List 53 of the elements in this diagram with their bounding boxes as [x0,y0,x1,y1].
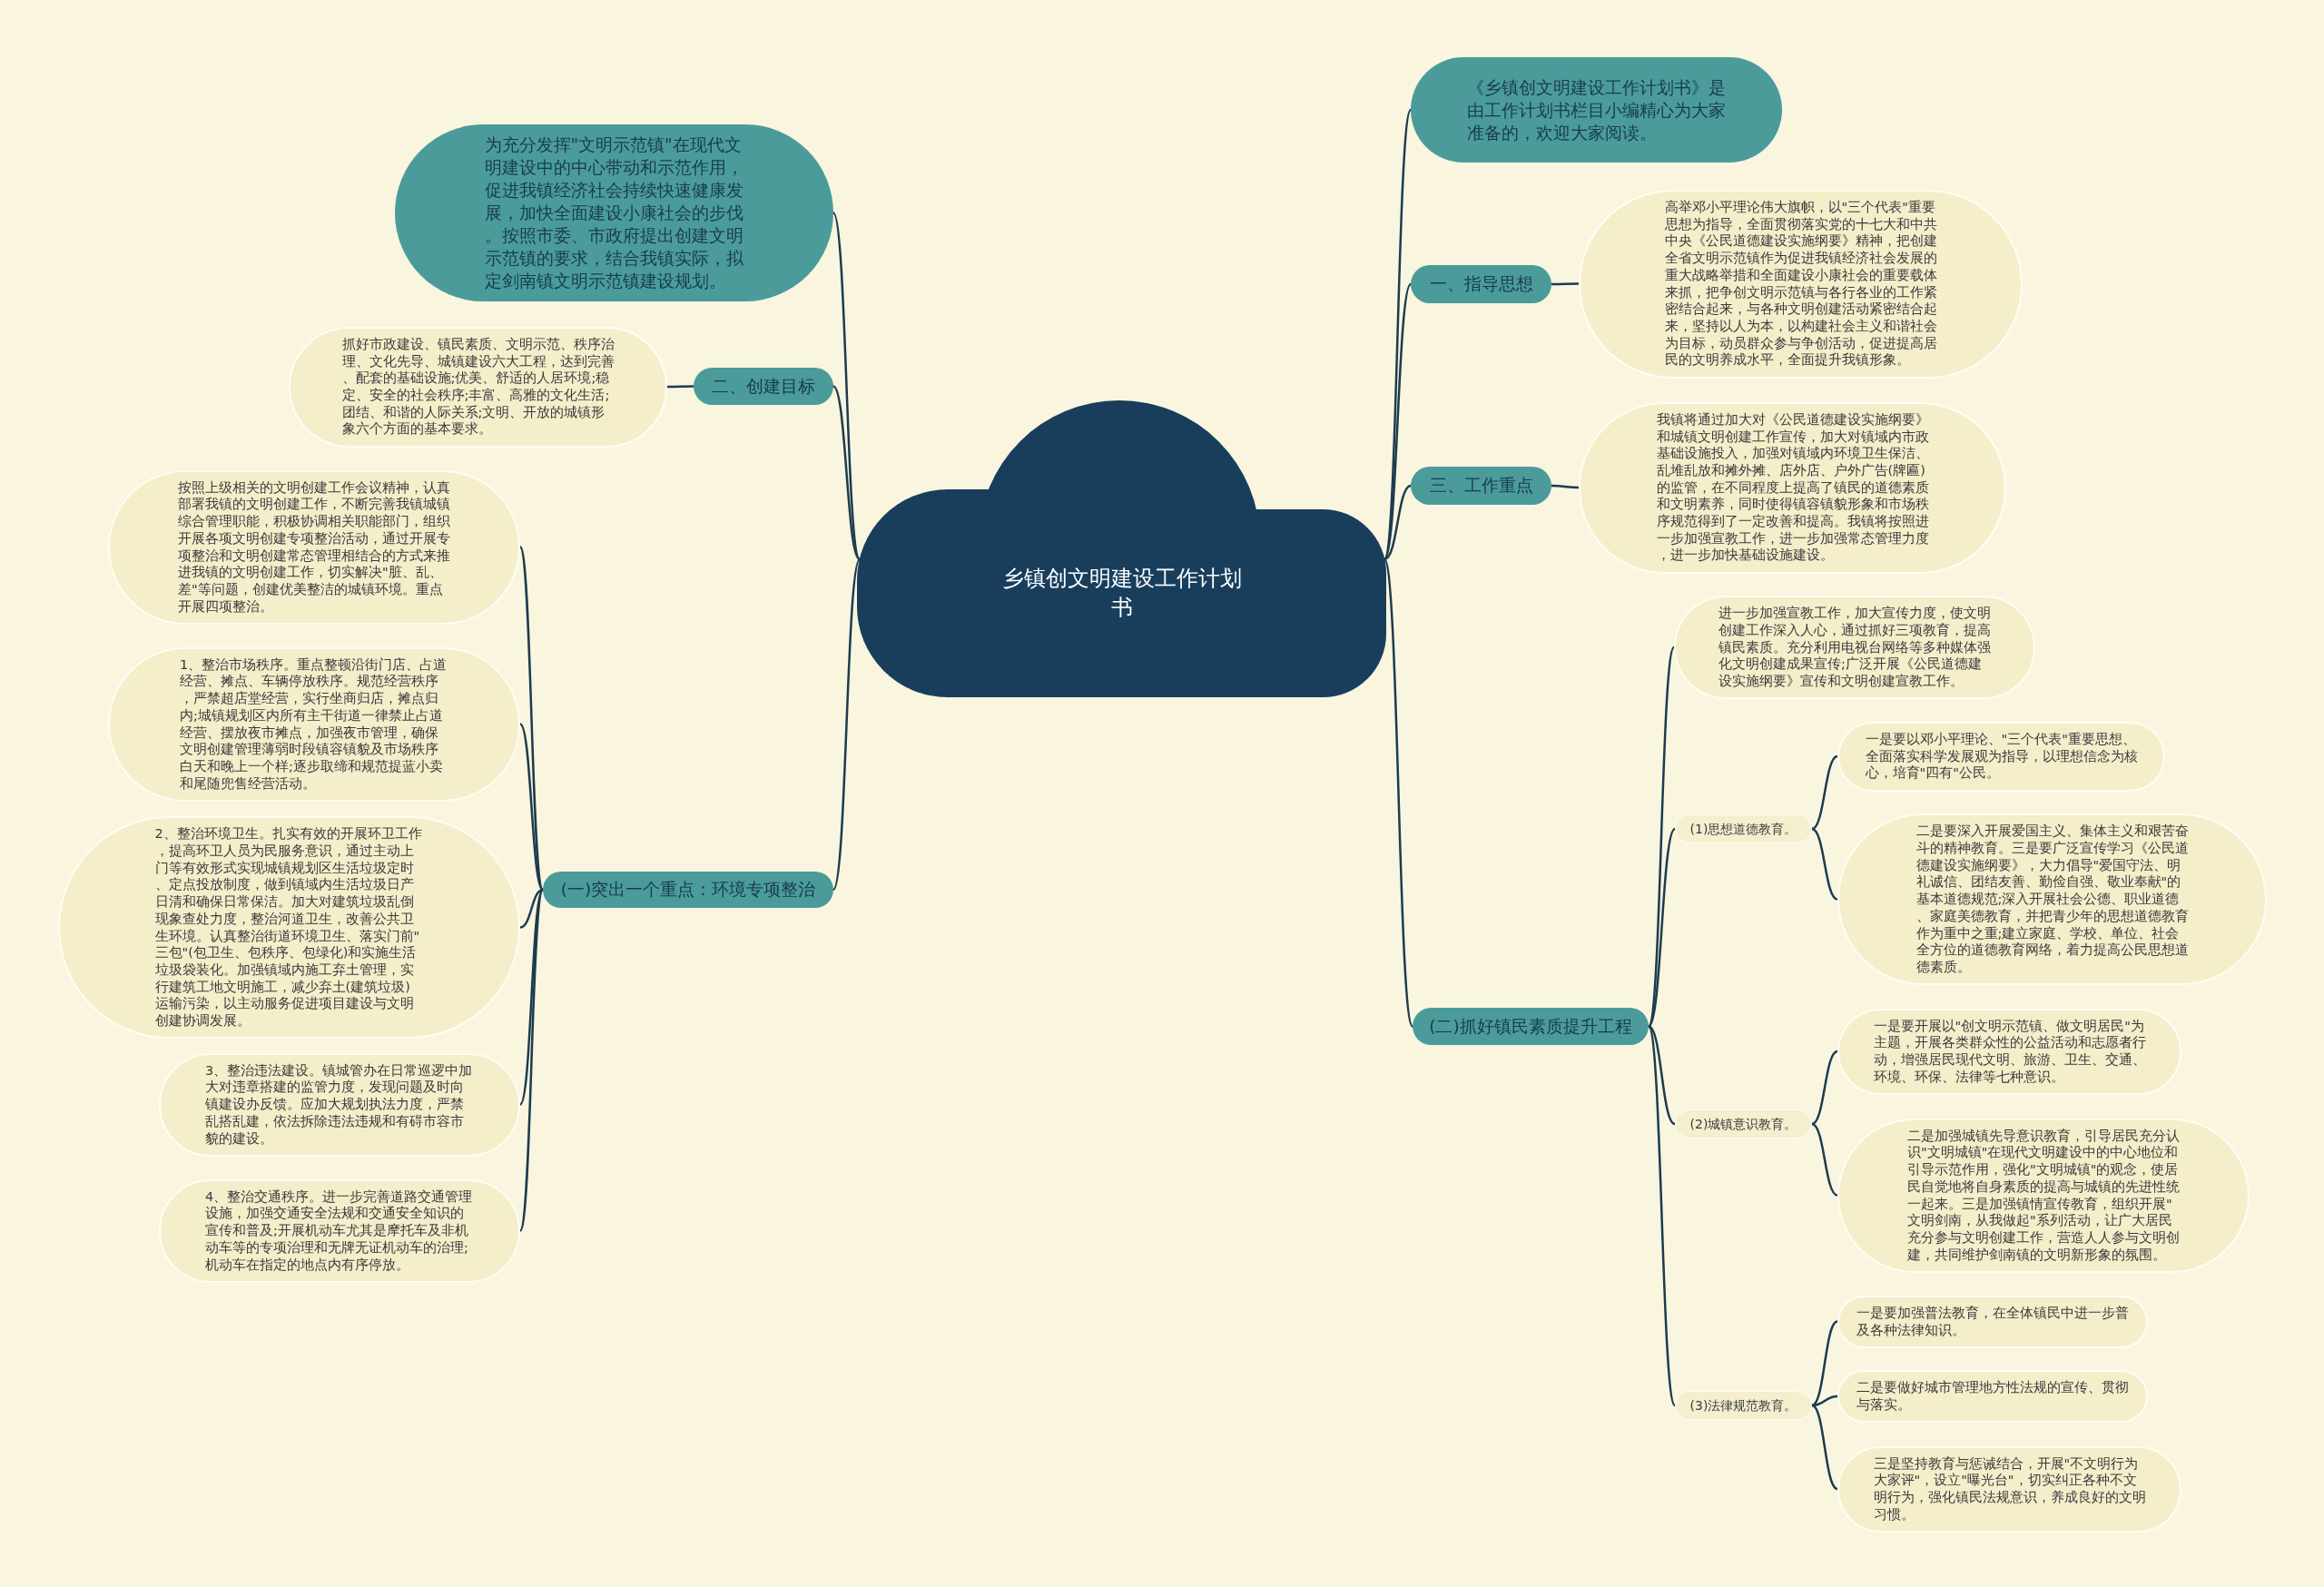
note-text: 3、整治违法建设。镇城管办在日常巡逻中加大对违章搭建的监管力度，发现问题及时向镇建设办反馈。应加大规划执法力度，严禁乱搭乱建，依法拆除违法违规和有碍市容市貌的建设。 [205,1061,474,1148]
topic-label: (一)突出一个重点：环境专项整治 [560,879,816,901]
note-text: 三是坚持教育与惩诫结合，开展"不文明行为大家评"，设立"曝光台"，切实纠正各种不文明行为，强化镇民法规意识，养成良好的文明习惯。 [1873,1454,2146,1523]
branch-connector [1550,484,1581,489]
branch-connector [1810,1050,1839,1126]
topic-pill [1413,1008,1649,1045]
branch-connector [832,212,862,561]
note-text: 二是要深入开展爱国主义、集体主义和艰苦奋斗的精神教育。三是要广泛宣传学习《公民道德建设实施纲要》，大力倡导"爱国守法、明礼诚信、团结友善、勤俭自强、敬业奉献"的基本道德规范;深入开展社会公德、职业道德、家庭美德教育，并把青少年的思想道德教育作为重中之重;建立家庭、学校、单位、社会全方位的道德教育网络，着力提高公民思想道德素质。 [1915,823,2189,976]
branch-connector [1810,827,1839,901]
note-text: 一是要开展以"创文明示范镇、做文明居民"为主题，开展各类群众性的公益活动和志愿者行动，增强居民现代文明、旅游、卫生、交通、环境、环保、法律等七种意识。 [1873,1017,2146,1086]
branch-connector [1383,557,1414,1028]
branch-connector [1810,1404,1839,1491]
topic-label: 三、工作重点 [1429,475,1533,497]
branch-connector [832,385,862,561]
note-text: 高举邓小平理论伟大旗帜，以"三个代表"重要思想为指导，全面贯彻落实党的十七大和中共中央《公民道德建设实施纲要》精神，把创建全省文明示范镇作为促进我镇经济社会发展的重大战略举措和全面建设小康社会的重要载体来抓，把争创文明示范镇与各行各业的工作紧密结合起来，与各种文明创建活动紧密结合起来，坚持以人为本，以构建社会主义和谐社会为目标，动员群众参与争创活动，促进提高居民的文明养成水平，全面提升我镇形象。 [1664,199,1937,369]
note-text: 二是要做好城市管理地方性法规的宣传、贯彻与落实。 [1856,1379,2129,1414]
note-text: 1、整治市场秩序。重点整顿沿街门店、占道经营、摊点、车辆停放秩序。规范经营秩序，严禁超店堂经营，实行坐商归店，摊点归内;城镇规划区内所有主干街道一律禁止占道经营、摆放夜市摊点，加强夜市管理，确保文明创建管理薄弱时段镇容镇貌及市场秩序白天和晚上一个样;逐步取缔和规范提蓝小卖和尾随兜售经营活动。 [180,656,448,793]
topic-label: (二)抓好镇民素质提升工程 [1429,1015,1632,1038]
branch-connector [832,557,862,892]
note-text: 进一步加强宣教工作，加大宣传力度，使文明创建工作深入人心，通过抓好三项教育，提高镇民素质。充分利用电视台网络等多种媒体强化文明创建成果宣传;广泛开展《公民道德建设实施纲要》宣传和文明创建宣教工作。 [1718,605,1991,690]
intro-text: 为充分发挥"文明示范镇"在现代文明建设中的中心带动和示范作用，促进我镇经济社会持续快速健康发展，加快全面建设小康社会的步伐。按照市委、市政府提出创建文明示范镇的要求，结合我镇实际，拟定剑南镇文明示范镇建设规划。 [484,134,744,292]
subtopic-pill [1675,814,1812,843]
branch-connector [518,723,545,892]
topic-pill [543,872,833,908]
central-topic-text: 乡镇创文明建设工作计划书 [1000,565,1243,622]
note-text: 我镇将通过加大对《公民道德建设实施纲要》和城镇文明创建工作宣传，加大对镇域内市政基础设施投入，加强对镇域内环境卫生保洁、乱堆乱放和摊外摊、店外店、户外广告(牌匾)的监管，在不同程度上提高了镇民的道德素质和文明素养，同时使得镇容镇貌形象和市场秩序规范得到了一定改善和提高。我镇将按照进一步加强宣教工作，进一步加强常态管理力度，进一步加快基础设施建设。 [1656,410,1929,565]
note-text: 抓好市政建设、镇民素质、文明示范、秩序治理、文化先导、城镇建设六大工程，达到完善、配套的基础设施;优美、舒适的人居环境;稳定、安全的社会秩序;丰富、高雅的文化生活;团结、和谐的人际关系;文明、开放的城镇形象六个方面的基本要求。 [341,335,615,439]
subtopic-label: (1)思想道德教育。 [1689,821,1797,837]
note-text: 一是要加强普法教育，在全体镇民中进一步普及各种法律知识。 [1856,1304,2129,1339]
branch-connector [1383,484,1413,561]
subtopic-pill [1675,1109,1812,1138]
branch-connector [1647,827,1677,1028]
topic-label: 二、创建目标 [712,375,815,398]
branch-connector [665,385,695,389]
note-text: 2、整治环境卫生。扎实有效的开展环卫工作，提高环卫人员为民服务意识，通过主动上门等有效形式实现城镇规划区生活垃圾定时、定点投放制度，做到镇域内生活垃圾日产日清和确保日常保洁。加大对建筑垃圾乱倒现象查处力度，整治河道卫生，改善公共卫生环境。认真整治街道环境卫生、落实门前"三包"(包卫生、包秩序、包绿化)和实施生活垃圾袋装化。加强镇域内施工弃土管理，实行建筑工地文明施工，减少弃土(建筑垃圾)运输污染，以主动服务促进项目建设与文明创建协调发展。 [154,825,423,1030]
topic-pill [1411,265,1551,303]
intro-text: 《乡镇创文明建设工作计划书》是由工作计划书栏目小编精心为大家准备的，欢迎大家阅读。 [1466,76,1727,144]
branch-connector [1383,282,1413,561]
branch-connector [1810,1320,1839,1407]
topic-pill [694,368,833,405]
topic-pill [1411,467,1551,505]
note-text: 4、整治交通秩序。进一步完善道路交通管理设施，加强交通安全法规和交通安全知识的宣传和普及;开展机动车尤其是摩托车及非机动车等的专项治理和无牌无证机动车的治理;机动车在指定的地点内有序停放。 [205,1188,474,1274]
branch-connector [1810,754,1839,831]
subtopic-pill [1675,1391,1812,1420]
note-text: 按照上级相关的文明创建工作会议精神，认真部署我镇的文明创建工作，不断完善我镇城镇综合管理职能，积极协调相关职能部门，组织开展各项文明创建专项整治活动，通过开展专项整治和文明创建常态管理相结合的方式来推进我镇的文明创建工作，切实解决"脏、乱、差"等问题，创建优美整洁的城镇环境。重点开展四项整治。 [178,478,450,616]
branch-connector [1550,282,1581,286]
note-text: 一是要以邓小平理论、"三个代表"重要思想、全面落实科学发展观为指导，以理想信念为核心，培育"四有"公民。 [1865,730,2138,783]
topic-label: 一、指导思想 [1429,273,1533,295]
note-text: 二是加强城镇先导意识教育，引导居民充分认识"文明城镇"在现代文明建设中的中心地位和引导示范作用，强化"文明城镇"的观念，使居民自觉地将自身素质的提高与城镇的先进性统一起来。三是加强镇情宣传教育，组织开展"文明剑南，从我做起"系列活动，让广大居民充分参与文明创建工作，营造人人参与文明创建，共同维护剑南镇的文明新形象的氛围。 [1907,1127,2180,1264]
branch-connector [1647,1025,1677,1407]
subtopic-label: (3)法律规范教育。 [1689,1397,1797,1414]
subtopic-label: (2)城镇意识教育。 [1689,1116,1797,1132]
branch-connector [1810,1122,1839,1197]
